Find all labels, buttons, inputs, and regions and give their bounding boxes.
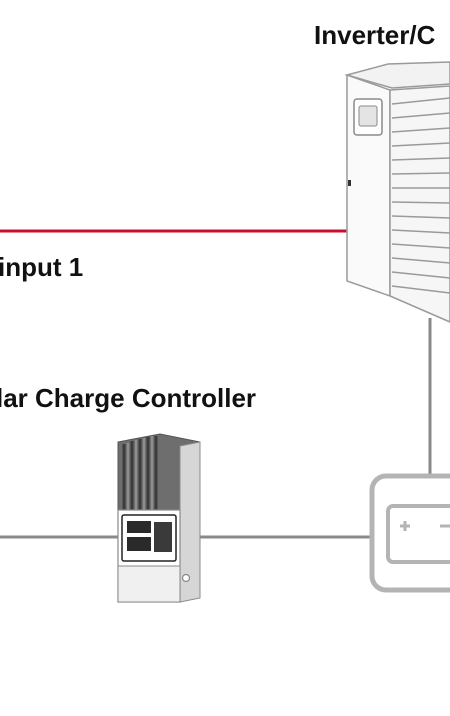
inverter-charger-icon — [344, 61, 450, 323]
battery-icon — [369, 473, 450, 593]
solar-charge-controller-icon — [117, 433, 201, 603]
input-label: input 1 — [0, 252, 84, 282]
charge-controller-label: lar Charge Controller — [0, 383, 257, 413]
inverter-label: Inverter/C — [314, 20, 436, 50]
